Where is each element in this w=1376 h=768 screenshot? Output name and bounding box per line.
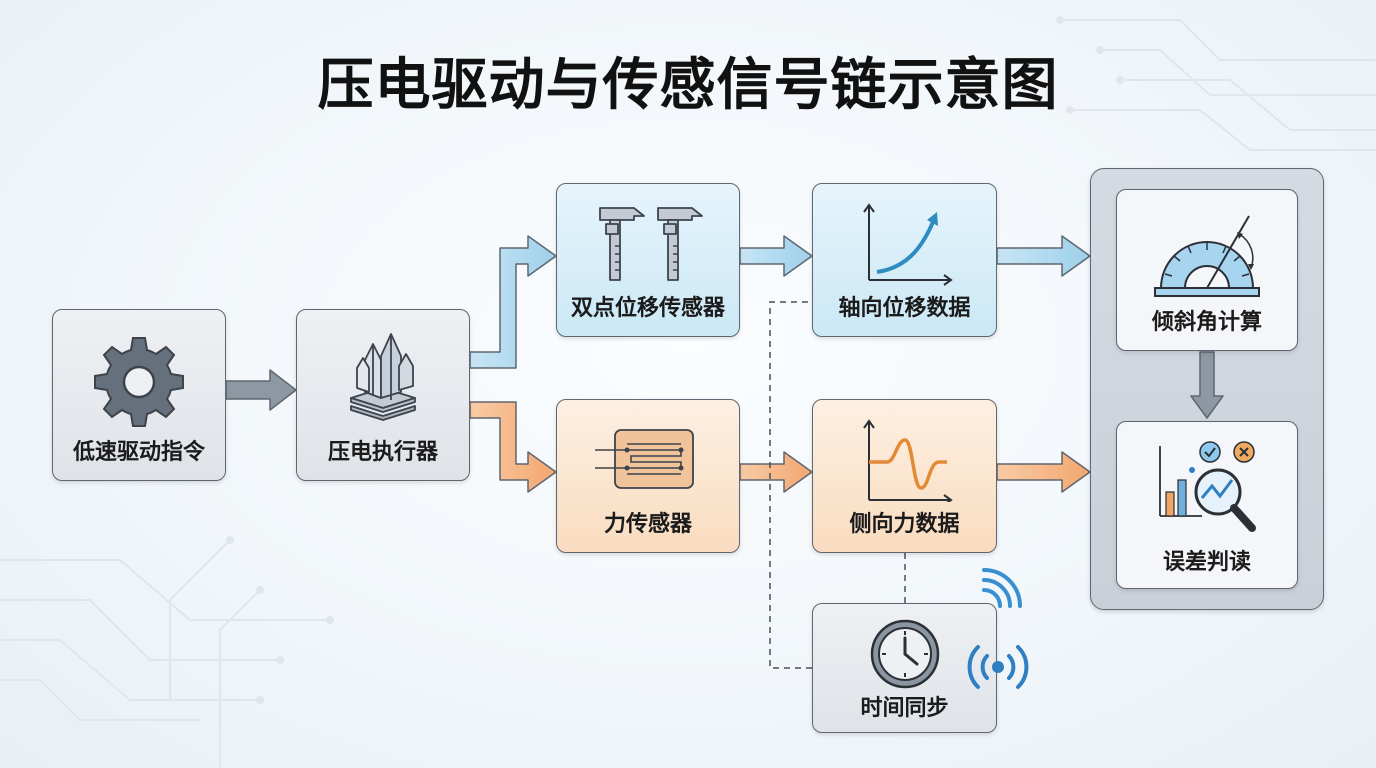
- arrow-actuator-to-force-sensor: [469, 401, 557, 493]
- clock-icon: [870, 619, 939, 689]
- signal-waves-icon: [982, 568, 1022, 608]
- node-label: 时间同步: [860, 696, 949, 721]
- magnifier-chart-icon: [1159, 441, 1256, 532]
- node-label: 侧向力数据: [849, 512, 960, 537]
- strain-gauge-icon: [595, 429, 694, 489]
- node-label: 误差判读: [1162, 550, 1251, 575]
- node-lateral-force-data: 侧向力数据: [812, 399, 997, 553]
- arrow-lateral-to-panel: [996, 451, 1091, 493]
- node-drive-command: 低速驱动指令: [52, 309, 226, 481]
- arrow-force-to-lateral: [739, 451, 813, 493]
- arrow-drive-to-actuator: [225, 369, 297, 411]
- node-label: 双点位移传感器: [570, 296, 725, 321]
- node-error-judgement: 误差判读: [1116, 421, 1298, 589]
- sine-wave-icon: [862, 419, 953, 502]
- node-label: 轴向位移数据: [838, 296, 971, 321]
- caliper-icon: [599, 207, 703, 281]
- node-label: 低速驱动指令: [72, 440, 205, 465]
- node-displacement-sensor: 双点位移传感器: [556, 183, 740, 337]
- node-piezo-actuator: 压电执行器: [296, 309, 470, 481]
- gear-icon: [94, 337, 184, 427]
- node-force-sensor: 力传感器: [556, 399, 740, 553]
- node-time-sync: 时间同步: [812, 603, 997, 733]
- node-label: 倾斜角计算: [1151, 310, 1262, 335]
- crystal-stack-icon: [350, 333, 416, 421]
- page-title: 压电驱动与传感信号链示意图: [317, 53, 1059, 118]
- node-tilt-angle-calc: 倾斜角计算: [1116, 189, 1298, 351]
- node-label: 力传感器: [603, 512, 692, 537]
- arrow-actuator-to-disp-sensor: [469, 235, 557, 369]
- broadcast-icon: [967, 645, 1029, 689]
- rising-curve-icon: [862, 203, 953, 286]
- arrow-tilt-to-error: [1190, 351, 1224, 419]
- arrow-axial-to-panel: [996, 235, 1091, 277]
- sync-line-axial: [769, 301, 812, 669]
- node-label: 压电执行器: [327, 440, 438, 465]
- protractor-icon: [1154, 215, 1260, 297]
- node-axial-displacement-data: 轴向位移数据: [812, 183, 997, 337]
- arrow-disp-to-axial: [739, 235, 813, 277]
